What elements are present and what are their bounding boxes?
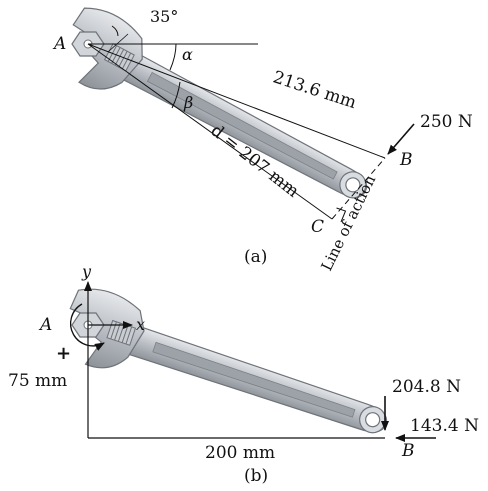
point-b-label: B <box>399 150 413 170</box>
moment-arc-icon <box>69 303 105 351</box>
force-horizontal-label: 143.4 N <box>410 416 479 436</box>
alpha-label: α <box>182 45 193 64</box>
line-ac <box>87 43 333 220</box>
wrench-b-icon <box>69 288 388 434</box>
beta-label: β <box>183 93 193 112</box>
angle-35-label: 35° <box>150 7 178 26</box>
force-250-arrow <box>387 123 415 155</box>
beta-arc <box>171 81 181 109</box>
caption-a: (a) <box>244 247 267 267</box>
angle-35-arc <box>111 25 119 37</box>
alpha-arc <box>169 43 177 71</box>
force-vertical-label: 204.8 N <box>392 377 461 397</box>
axis-y-label: y <box>81 262 92 281</box>
axis-x-label: x <box>136 315 145 334</box>
panel-b: y x A + 75 mm 200 mm 204.8 N 143.4 N B (… <box>8 262 479 486</box>
force-250-label: 250 N <box>420 112 473 132</box>
line-of-action <box>331 157 386 220</box>
caption-b: (b) <box>244 466 268 486</box>
line-ab <box>87 43 386 159</box>
point-a-label: A <box>52 34 66 54</box>
angle-35-leader <box>107 33 129 53</box>
length-ab-label: 213.6 mm <box>270 67 358 113</box>
plus-sign: + <box>56 343 71 364</box>
right-angle-marker <box>336 207 347 223</box>
point-a-label-b: A <box>38 315 52 335</box>
point-b-label-b: B <box>401 441 415 461</box>
wrench-a-icon <box>71 7 368 199</box>
point-c-label: C <box>311 217 324 237</box>
width-label: 200 mm <box>205 443 275 463</box>
panel-a: A 35° α β 213.6 mm 250 N B d = 207 mm C … <box>52 7 473 274</box>
height-label: 75 mm <box>8 371 67 391</box>
